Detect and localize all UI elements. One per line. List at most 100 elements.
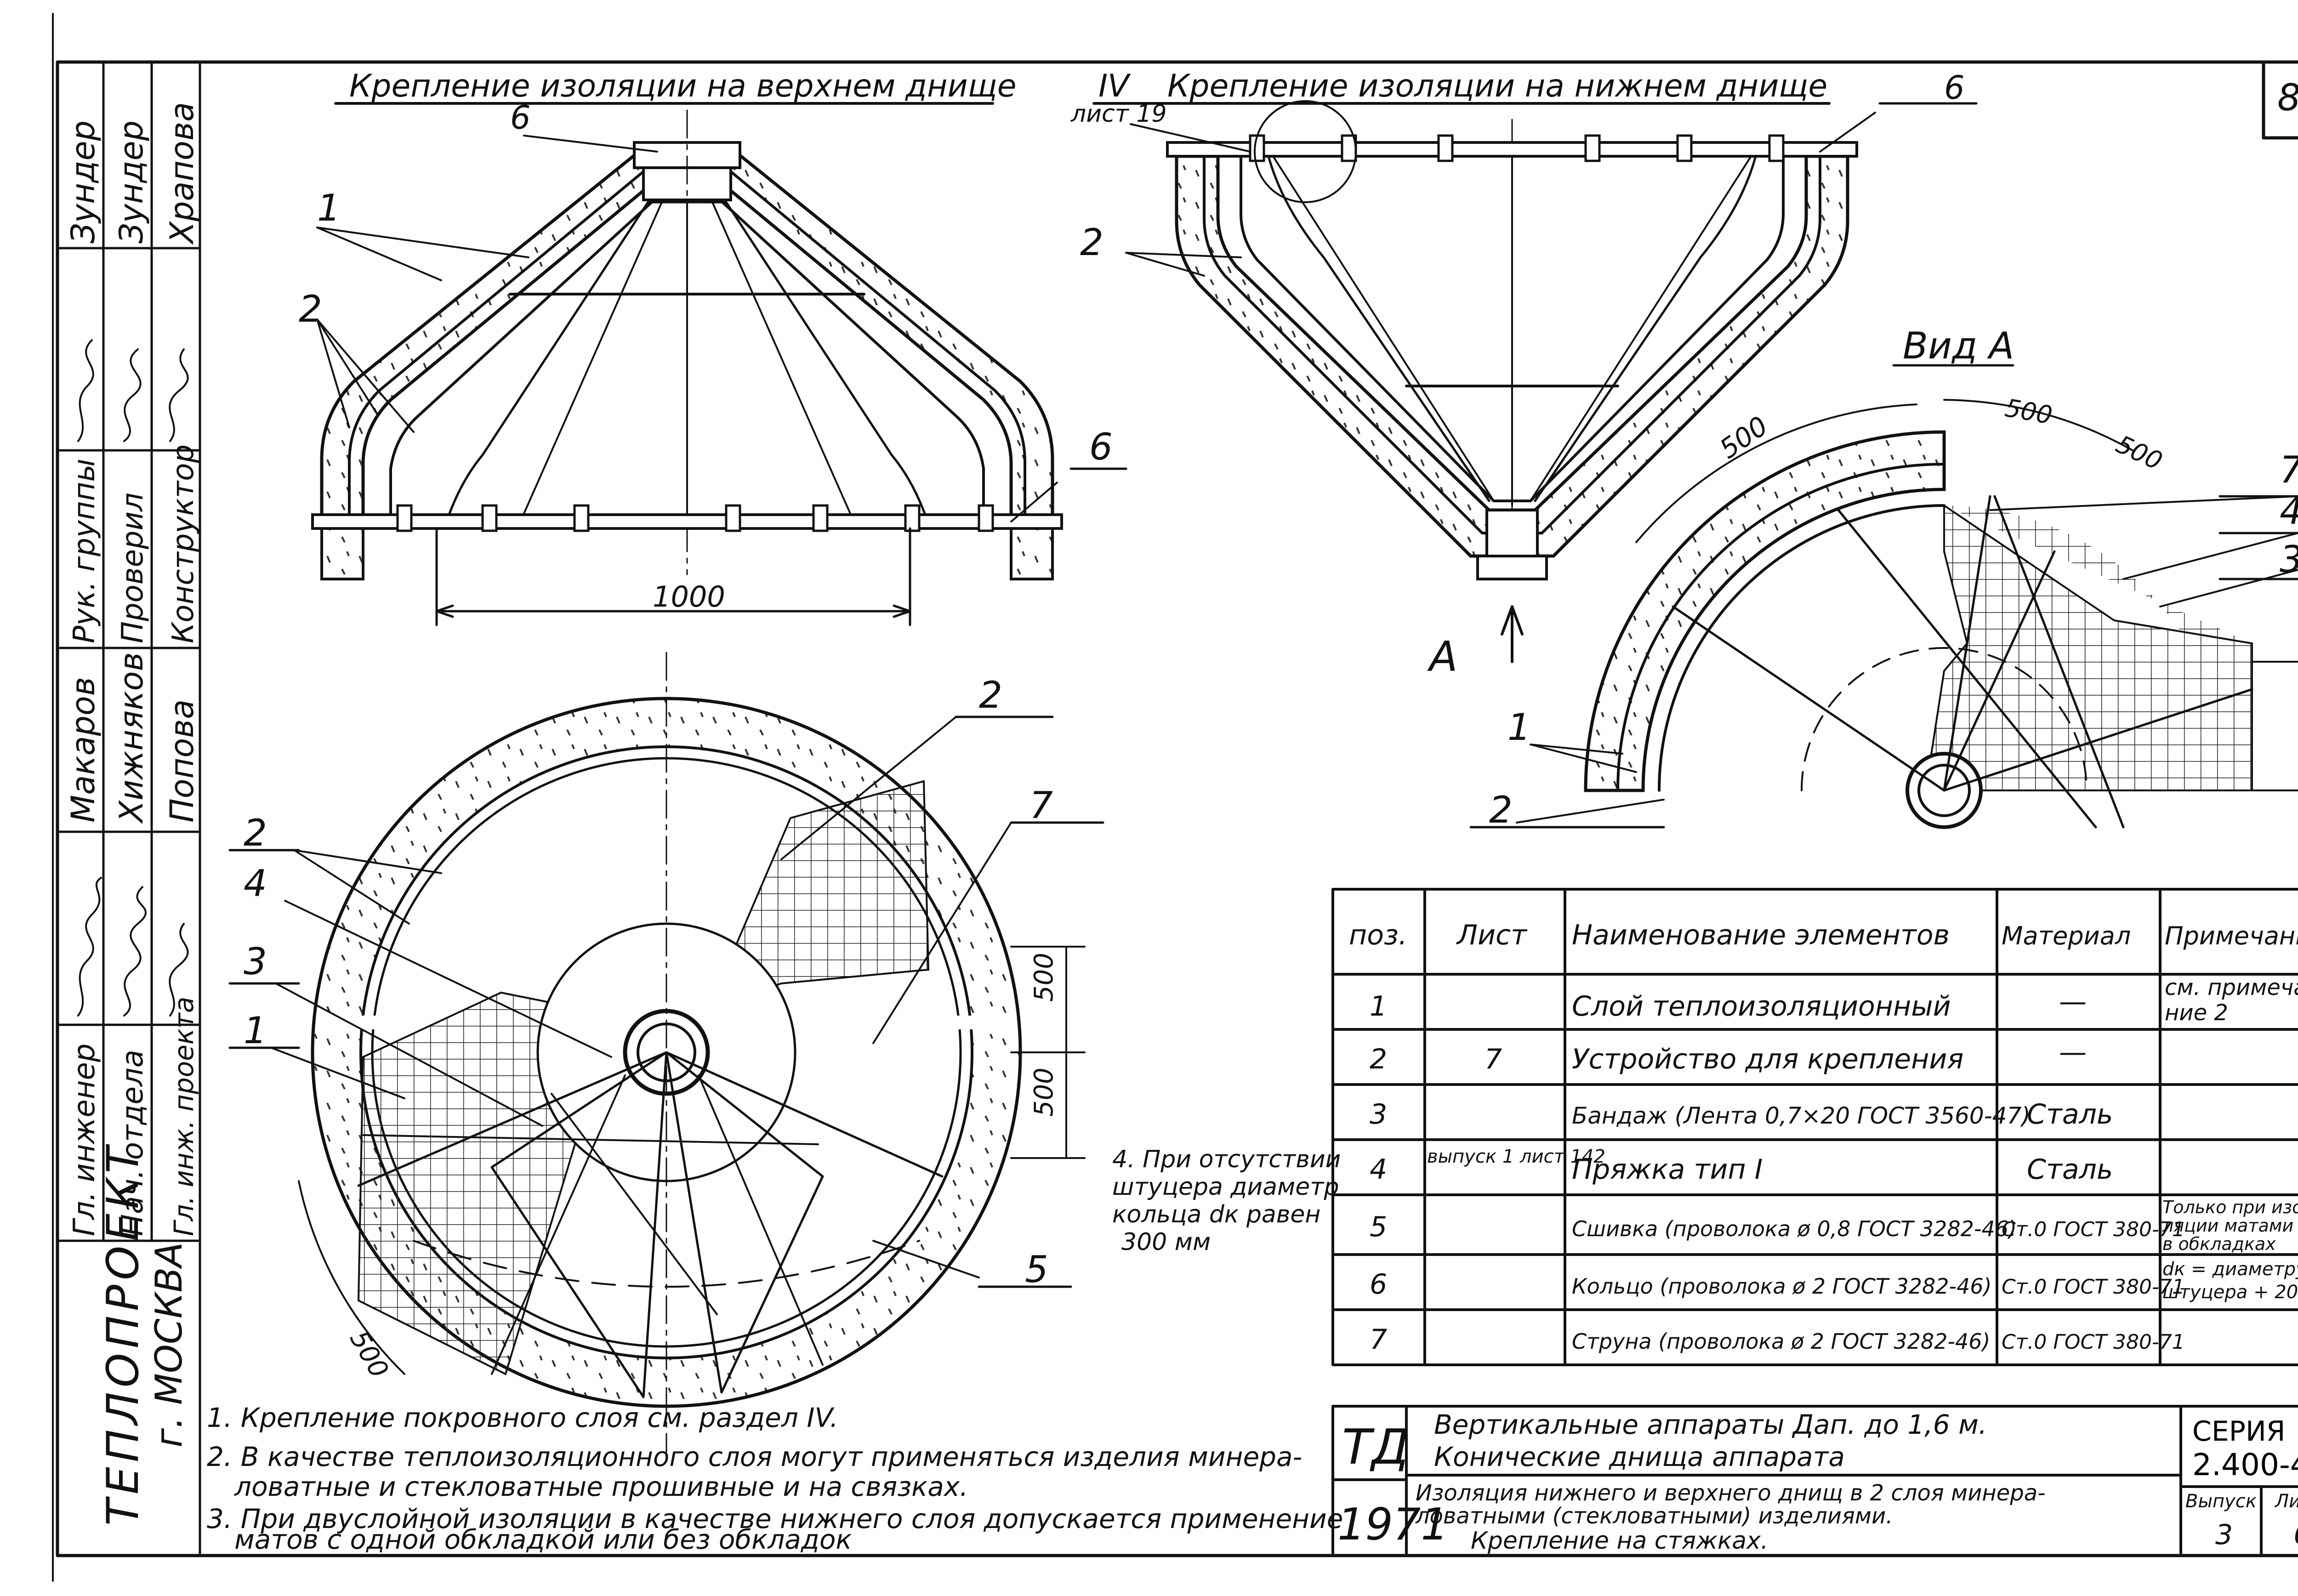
- stamp-org: ТЕПЛОПРОЕКТ: [98, 1142, 148, 1526]
- lower-head-drawing: IV лист 19 Крепление изоляции на нижнем …: [1070, 68, 1978, 681]
- stamp-role-6: Конструктор: [166, 444, 200, 643]
- row4-material: Сталь: [2027, 1153, 2113, 1186]
- row5-note-1: Только при изо-: [2162, 1197, 2298, 1217]
- row2-material: —: [2059, 1036, 2087, 1068]
- stamp-role-2: Нач. отдела: [116, 1050, 150, 1236]
- general-notes: 1. Крепление покровного слоя см. раздел …: [207, 1402, 1343, 1555]
- lower-callout-2: 2: [1080, 221, 1103, 264]
- row7-name: Струна (проволока ø 2 ГОСТ 3282-46): [1572, 1329, 1990, 1354]
- view-a-callout-4: 4: [2280, 490, 2298, 533]
- row7-pos: 7: [1370, 1323, 1387, 1356]
- tb-desc-3: Крепление на стяжках.: [1471, 1527, 1768, 1555]
- row4-name: Пряжка тип I: [1572, 1153, 1763, 1186]
- stamp-role-3: Гл. инж. проекта: [168, 997, 199, 1236]
- plan-callout-4: 4: [244, 862, 267, 905]
- stamp-name-2: Хижняков: [113, 652, 150, 824]
- stamp-role-1: Гл. инженер: [68, 1043, 102, 1236]
- lower-callout-6: 6: [1944, 69, 1965, 107]
- row7-material: Ст.0 ГОСТ 380-71: [2002, 1330, 2185, 1354]
- dim-plan-500-b: 500: [1029, 1068, 1059, 1117]
- row5-note-3: в обкладках: [2162, 1234, 2276, 1254]
- stamp-role-5: Проверил: [116, 493, 150, 643]
- tb-sheet: 69: [2293, 1519, 2298, 1551]
- upper-head-title: Крепление изоляции на верхнем днище: [349, 68, 1017, 104]
- th-pos: поз.: [1349, 919, 1407, 951]
- tb-issue-label: Выпуск: [2185, 1491, 2257, 1512]
- signatures: [77, 339, 189, 1017]
- th-sheet: Лист: [1456, 919, 1528, 951]
- dim-upper-1000: 1000: [653, 580, 725, 613]
- tb-desc-1: Изоляция нижнего и верхнего днищ в 2 сло…: [1416, 1480, 2046, 1506]
- row3-name: Бандаж (Лента 0,7×20 ГОСТ 3560-47): [1572, 1102, 2031, 1129]
- row2-name: Устройство для крепления: [1572, 1043, 1963, 1075]
- view-a-callout-1: 1: [1507, 706, 1531, 749]
- tb-series: 2.400-4: [2192, 1447, 2298, 1482]
- stamp-name-5: Зундер: [113, 120, 150, 244]
- row1-pos: 1: [1370, 990, 1387, 1022]
- stamp-name-1: Макаров: [64, 677, 102, 823]
- tb-title-1: Вертикальные аппараты Дап. до 1,6 м.: [1434, 1409, 1987, 1440]
- note4-line-2: штуцера диаметр: [1112, 1173, 1339, 1201]
- plan-callout-5: 5: [1025, 1248, 1048, 1291]
- tb-sheet-label: Лист: [2274, 1491, 2298, 1512]
- lower-section-mark: IV: [1098, 68, 1131, 104]
- stamp-role-4: Рук. группы: [68, 459, 102, 643]
- upper-head-drawing: Крепление изоляции на верхнем днище: [299, 68, 1127, 626]
- row1-note-2: ние 2: [2165, 1000, 2228, 1026]
- dim-view-a-500-b: 500: [2003, 393, 2054, 430]
- view-a-drawing: Вид А 500 500 500 250 250: [1469, 324, 2298, 831]
- note-line-1: 1. Крепление покровного слоя см. раздел …: [207, 1402, 838, 1433]
- upper-callout-6-top: 6: [510, 99, 531, 136]
- tb-title-2: Конические днища аппарата: [1434, 1441, 1845, 1472]
- dim-view-a-500: 500: [1714, 410, 1774, 465]
- tb-year: 1971: [1337, 1499, 1449, 1550]
- stamp-name-3: Попова: [163, 699, 201, 823]
- view-a-callout-3: 3: [2280, 538, 2298, 581]
- stamp-city: г. МОСКВА: [148, 1242, 190, 1448]
- row2-sheet: 7: [1485, 1043, 1502, 1075]
- row5-pos: 5: [1370, 1211, 1387, 1243]
- lower-head-title: Крепление изоляции на нижнем днище: [1167, 68, 1827, 104]
- plan-callout-7: 7: [1030, 784, 1053, 827]
- sheet-corner-number: 80: [2277, 76, 2298, 119]
- plan-callout-1: 1: [244, 1009, 267, 1052]
- tb-desc-2: ловатными (стекловатными) изделиями.: [1415, 1503, 1893, 1529]
- row4-sheet: выпуск 1 лист 142: [1427, 1146, 1605, 1167]
- th-name: Наименование элементов: [1572, 919, 1950, 951]
- note-line-3: ловатные и стекловатные прошивные и на с…: [234, 1471, 968, 1502]
- row1-name: Слой теплоизоляционный: [1572, 990, 1951, 1022]
- row5-material: Ст.0 ГОСТ 380-71: [2002, 1218, 2185, 1241]
- arrow-a-label: А: [1427, 633, 1458, 681]
- side-stamp: ТЕПЛОПРОЕКТ г. МОСКВА Гл. инженер Нач. о…: [56, 61, 201, 1557]
- upper-callout-1: 1: [317, 187, 341, 229]
- dim-view-a-500-c: 500: [2112, 430, 2167, 476]
- view-a-callout-2: 2: [1489, 789, 1513, 831]
- elements-table: поз. Лист Наименование элементов Материа…: [1331, 888, 2298, 1366]
- dim-plan-500-c: 500: [344, 1326, 394, 1383]
- note4-line-3: кольца dк равен: [1112, 1201, 1320, 1228]
- view-a-callout-7: 7: [2280, 449, 2298, 491]
- row4-pos: 4: [1370, 1153, 1387, 1186]
- tb-series-label: СЕРИЯ: [2192, 1415, 2286, 1448]
- note-line-2: 2. В качестве теплоизоляционного слоя мо…: [207, 1441, 1302, 1472]
- stamp-name-4: Зундер: [64, 120, 102, 244]
- dim-plan-500-a: 500: [1029, 953, 1059, 1002]
- row6-name: Кольцо (проволока ø 2 ГОСТ 3282-46): [1572, 1274, 1992, 1299]
- title-block: ТД 1971 Вертикальные аппараты Дап. до 1,…: [1331, 1405, 2298, 1557]
- plan-callout-2-right: 2: [979, 674, 1002, 716]
- row1-material: —: [2059, 986, 2087, 1018]
- note-line-4: 3. При двуслойной изоляции в качестве ни…: [207, 1503, 1343, 1534]
- row2-pos: 2: [1370, 1043, 1387, 1075]
- upper-callout-6-right: 6: [1089, 426, 1113, 468]
- tb-issue: 3: [2215, 1519, 2233, 1551]
- note-line-5: матов с одной обкладкой или без обкладок: [234, 1524, 852, 1555]
- row1-note-1: см. примеча-: [2165, 975, 2298, 1000]
- plan-callout-3: 3: [244, 940, 267, 983]
- row3-material: Сталь: [2027, 1098, 2113, 1130]
- row3-pos: 3: [1370, 1098, 1387, 1130]
- row6-note-1: dк = диаметру: [2162, 1259, 2298, 1280]
- view-a-title: Вид А: [1903, 324, 2014, 367]
- plan-drawing: 500 500 500 2 4 3 1 2 7 5: [228, 652, 1104, 1453]
- plan-callout-2-left: 2: [244, 812, 267, 854]
